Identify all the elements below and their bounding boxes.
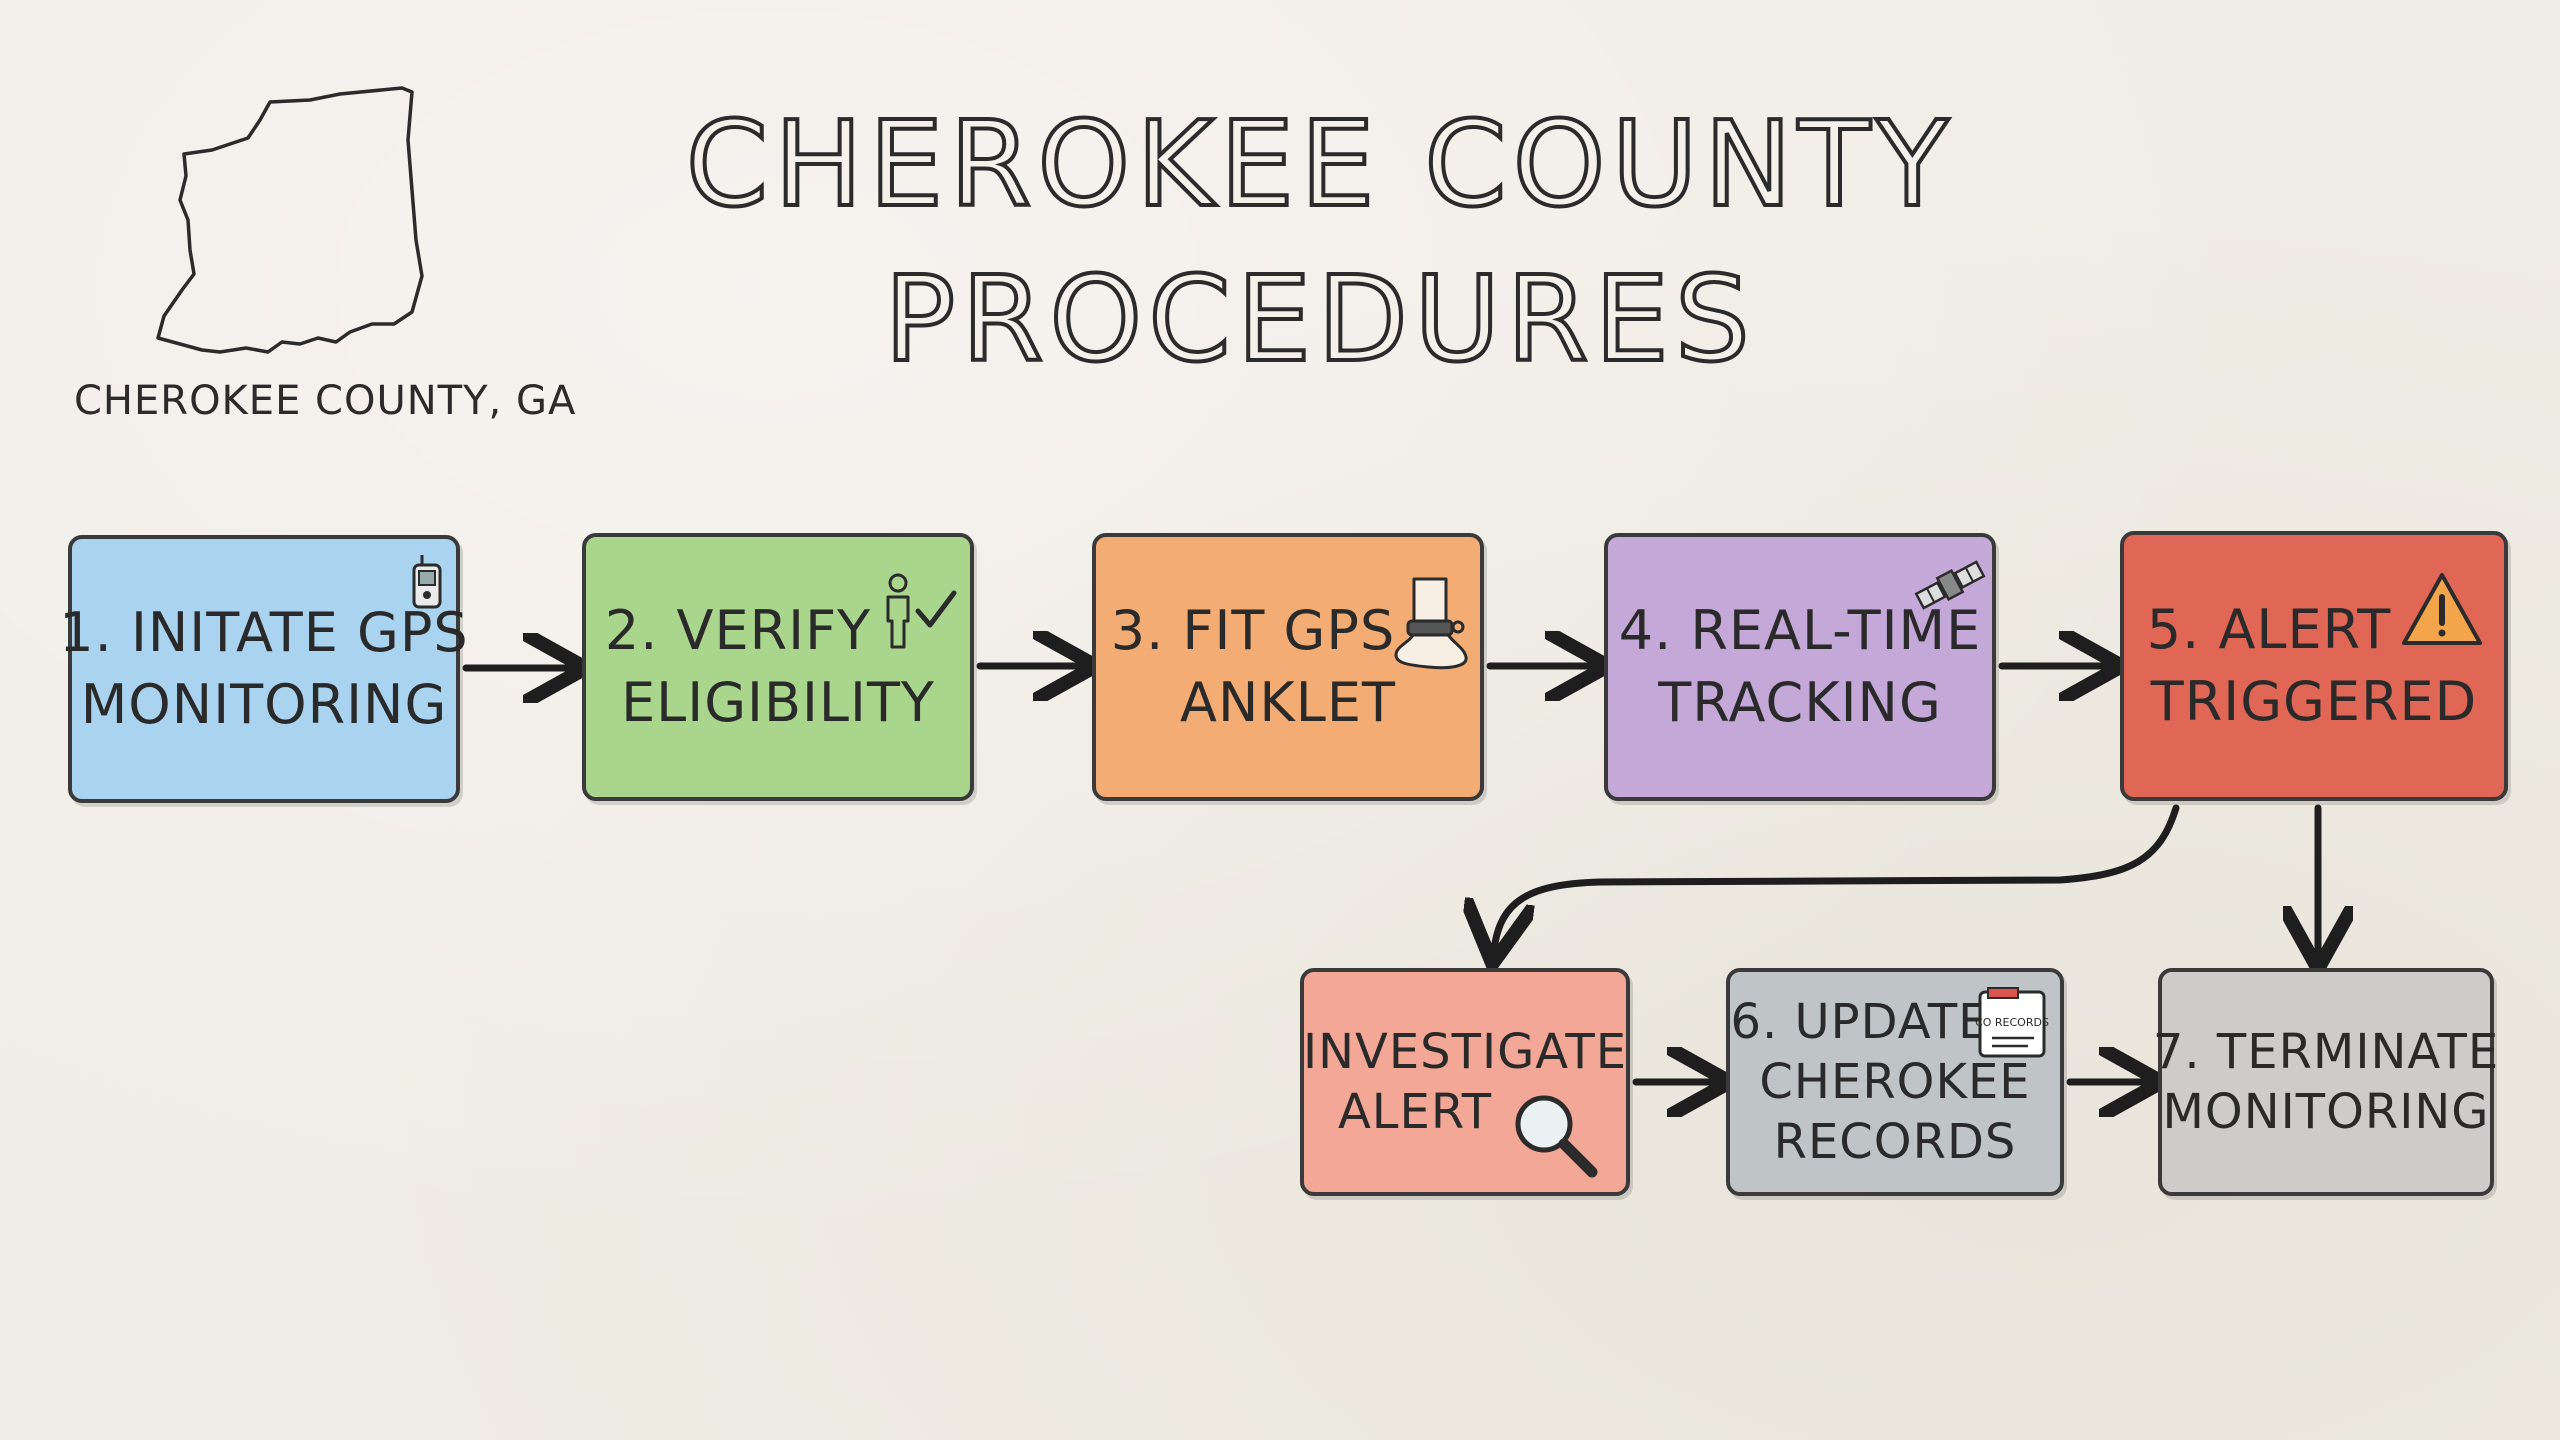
- step-4-real-time-tracking: 4. REAL-TIME TRACKING: [1604, 533, 1996, 801]
- page-title-line-2: PROCEDURES: [882, 248, 1756, 390]
- step-3-line-1: 3. FIT GPS: [1110, 599, 1396, 662]
- step-1-initiate-gps-monitoring: 1. INITATE GPS MONITORING: [59, 535, 468, 803]
- county-label: CHEROKEE COUNTY, GA: [74, 378, 577, 424]
- gps-tracker-icon: [412, 555, 442, 609]
- warning-icon: [2402, 573, 2482, 645]
- arrow-5-to-investigate: [1494, 804, 2180, 950]
- page-title-line-1: CHEROKEE COUNTY: [684, 93, 1955, 235]
- investigate-line-2: ALERT: [1337, 1084, 1493, 1140]
- step-7-line-2: MONITORING: [2162, 1084, 2490, 1140]
- step-4-line-1: 4. REAL-TIME: [1618, 599, 1982, 662]
- step-6-line-3: RECORDS: [1773, 1114, 2017, 1170]
- step-5-line-2: TRIGGERED: [2150, 670, 2478, 733]
- county-outline-map: [156, 86, 424, 354]
- step-5-line-1: 5. ALERT: [2146, 598, 2392, 661]
- step-investigate-alert: INVESTIGATE ALERT: [1300, 968, 1630, 1196]
- step-2-verify-eligibility: 2. VERIFY ELIGIBILITY: [582, 533, 974, 801]
- step-2-line-1: 2. VERIFY: [604, 599, 872, 662]
- records-folder-label: CO RECORDS: [1975, 1016, 2049, 1029]
- step-2-line-2: ELIGIBILITY: [621, 671, 935, 734]
- step-6-line-2: CHEROKEE: [1759, 1054, 2031, 1110]
- ankle-monitor-icon: [1394, 577, 1468, 670]
- step-7-line-1: 7. TERMINATE: [2152, 1024, 2500, 1080]
- step-6-update-cherokee-records: 6. UPDATE CHEROKEE RECORDS CO RECORDS: [1726, 968, 2064, 1196]
- step-5-alert-triggered: 5. ALERT TRIGGERED: [2120, 531, 2508, 801]
- records-folder-icon: CO RECORDS: [1975, 987, 2049, 1058]
- magnifier-icon: [1515, 1095, 1598, 1178]
- satellite-icon: [1914, 560, 1986, 610]
- step-6-line-1: 6. UPDATE: [1730, 994, 1990, 1050]
- investigate-line-1: INVESTIGATE: [1302, 1024, 1628, 1080]
- step-3-line-2: ANKLET: [1180, 671, 1396, 734]
- step-4-line-2: TRACKING: [1658, 671, 1942, 734]
- step-7-terminate-monitoring: 7. TERMINATE MONITORING: [2153, 968, 2498, 1196]
- person-check-icon: [886, 573, 957, 649]
- step-3-fit-gps-anklet: 3. FIT GPS ANKLET: [1092, 533, 1484, 801]
- step-1-line-1: 1. INITATE GPS: [59, 601, 469, 664]
- step-1-line-2: MONITORING: [80, 673, 448, 736]
